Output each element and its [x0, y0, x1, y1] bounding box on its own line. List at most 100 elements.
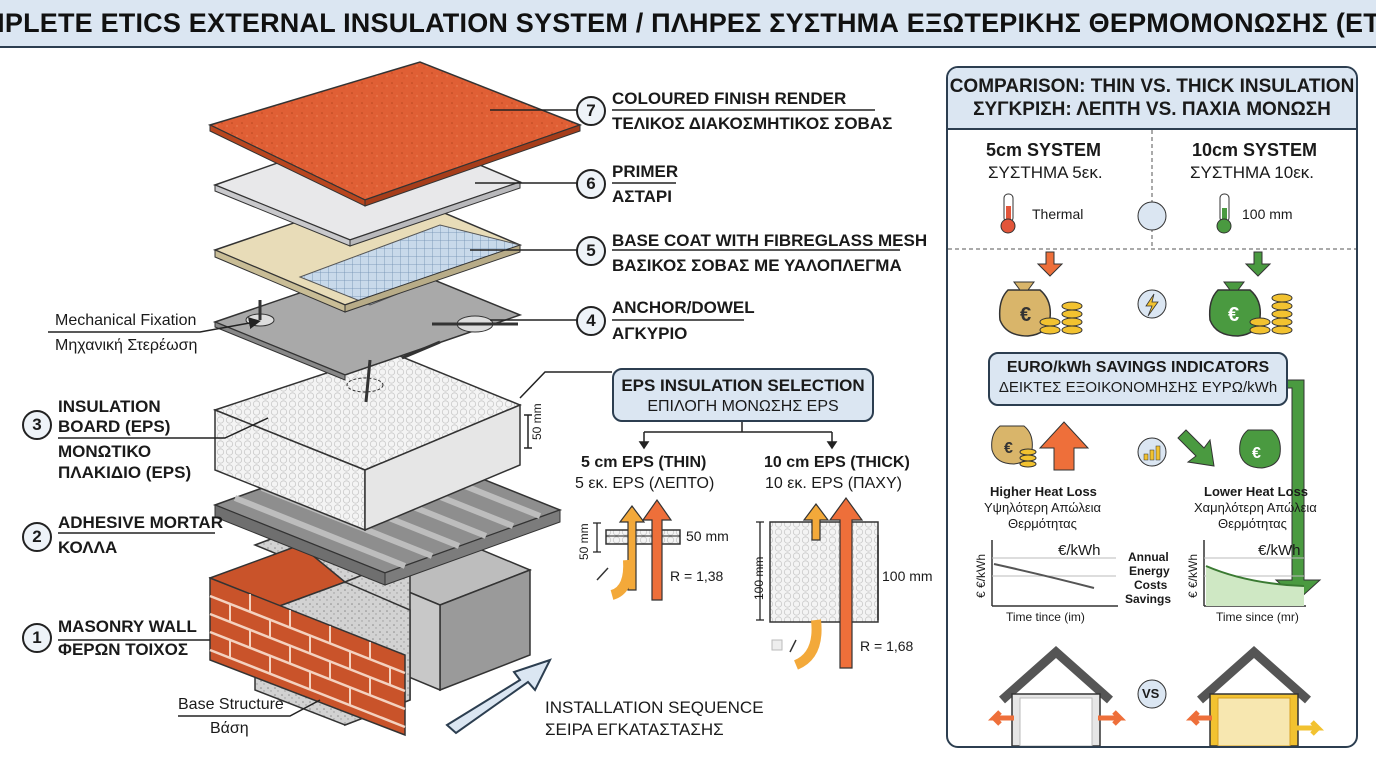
chart-right-ylabel: € €/kWh — [1186, 553, 1200, 598]
thin-eps-dim-h: 50 mm — [686, 528, 729, 544]
lightning-icon — [1137, 289, 1167, 319]
layer-6-label-en: PRIMER — [612, 162, 679, 181]
layer-3-label-gr2: ΠΛΑΚΙΔΙΟ (EPS) — [58, 463, 192, 482]
eps-selection-box: EPS INSULATION SELECTION ΕΠΙΛΟΓΗ ΜΟΝΩΣΗΣ… — [612, 368, 874, 422]
layer-number-4: 4 — [576, 306, 606, 336]
layer-2-label-gr: ΚΟΛΛΑ — [58, 538, 118, 557]
comparison-header: COMPARISON: THIN VS. THICK INSULATION ΣΥ… — [948, 68, 1356, 130]
lower-heat-loss-en: Lower Heat Loss — [1204, 484, 1309, 499]
svg-text:€: € — [1004, 440, 1013, 457]
chart-left-ylabel: € €/kWh — [974, 553, 988, 598]
arrow-down-orange-icon — [1036, 251, 1064, 277]
layer-3-label-en1: INSULATION — [58, 397, 161, 416]
installation-sequence-en: INSTALLATION SEQUENCE — [545, 698, 764, 717]
brick-wall — [208, 544, 411, 737]
title-bar: COMPLETE ETICS EXTERNAL INSULATION SYSTE… — [0, 0, 1376, 48]
chart-left-xlabel: Time tince (im) — [1006, 610, 1085, 624]
base-structure-en: Base Structure — [178, 696, 284, 713]
svg-text:€: € — [1252, 445, 1261, 462]
thin-eps-title: 5 cm EPS (THIN) — [581, 454, 707, 471]
base-structure-gr: Βάση — [210, 720, 249, 737]
thick-eps-r-value: R = 1,68 — [860, 638, 914, 654]
layer-7-label-gr: ΤΕΛΙΚΟΣ ΔΙΑΚΟΣΜΗΤΙΚΟΣ ΣΟΒΑΣ — [612, 114, 893, 133]
thin-eps-diagram — [593, 498, 681, 601]
thick-eps-dim-v: 100 mm — [752, 556, 766, 600]
higher-heat-loss-en: Higher Heat Loss — [990, 484, 1097, 499]
thermometer-right-icon — [1216, 193, 1232, 234]
thermometer-left-icon — [1000, 193, 1016, 234]
right-system-subtitle: ΣΥΣΤΗΜΑ 10εκ. — [1190, 163, 1315, 182]
arrow-up-orange-icon — [1038, 421, 1090, 471]
eps-selection-title-gr: ΕΠΙΛΟΓΗ ΜΟΝΩΣΗΣ EPS — [647, 398, 839, 415]
layer-4-label-en: ANCHOR/DOWEL — [612, 298, 755, 317]
layer-number-2: 2 — [22, 522, 52, 552]
layer-6-label-gr: ΑΣΤΑΡΙ — [612, 187, 672, 206]
mechanical-fixation-gr: Μηχανική Στερέωση — [55, 337, 198, 354]
lower-heat-loss-gr2: Θερμότητας — [1218, 516, 1287, 531]
layer-1-label-en: MASONRY WALL — [58, 617, 197, 636]
lower-heat-loss-gr1: Χαμηλότερη Απώλεια — [1194, 500, 1317, 515]
thermal-center-icon — [1137, 201, 1167, 231]
thick-eps-dim-h: 100 mm — [882, 568, 933, 584]
layer-number-7: 7 — [576, 96, 606, 126]
chart-right-unit: €/kWh — [1258, 542, 1301, 559]
comparison-panel: COMPARISON: THIN VS. THICK INSULATION ΣΥ… — [946, 66, 1358, 748]
eps-board-layer — [212, 351, 522, 532]
money-bag-small-left-icon: € — [991, 425, 1037, 468]
mechanical-fixation-en: Mechanical Fixation — [55, 312, 197, 329]
house-right-icon — [1185, 645, 1325, 746]
annual-line-3: Costs — [1134, 578, 1168, 592]
layer-number-3: 3 — [22, 410, 52, 440]
layer-number-6: 6 — [576, 169, 606, 199]
board-thickness-dim — [524, 414, 532, 449]
comparison-title-gr: ΣΥΓΚΡΙΣΗ: ΛΕΠΤΗ VS. ΠΑΧΙΑ ΜΟΝΩΣΗ — [973, 99, 1331, 120]
layer-4-label-gr: ΑΓΚΥΡΙΟ — [612, 324, 688, 343]
vs-circle — [1137, 679, 1167, 709]
vs-label: VS — [1142, 686, 1160, 701]
arrow-down-green-icon — [1244, 251, 1272, 277]
installation-sequence-gr: ΣΕΙΡΑ ΕΓΚΑΤΑΣΤΑΣΗΣ — [545, 720, 724, 739]
euro-savings-title-gr: ΔΕΙΚΤΕΣ ΕΞΟΙΚΟΝΟΜΗΣΗΣ ΕΥΡΩ/kWh — [998, 379, 1278, 396]
eps-selection-title-en: EPS INSULATION SELECTION — [621, 376, 865, 395]
layer-1-label-gr: ΦΕΡΩΝ ΤΟΙΧΟΣ — [58, 640, 189, 659]
right-system-title: 10cm SYSTEM — [1192, 140, 1318, 160]
finish-render-layer — [207, 61, 583, 207]
layer-7-label-en: COLOURED FINISH RENDER — [612, 89, 847, 108]
annual-line-1: Annual — [1128, 550, 1169, 564]
money-bag-left-icon: € — [998, 281, 1083, 337]
chart-right-xlabel: Time since (mr) — [1216, 610, 1299, 624]
installation-arrow — [445, 658, 552, 735]
money-bag-small-right-icon: € — [1239, 429, 1281, 469]
comparison-title-en: COMPARISON: THIN VS. THICK INSULATION — [949, 76, 1355, 97]
svg-text:€: € — [1020, 304, 1031, 326]
thin-eps-subtitle: 5 εκ. EPS (ΛΕΠΤΟ) — [575, 475, 715, 492]
chart-right — [1203, 540, 1306, 607]
board-thickness-label: 50 mm — [530, 403, 544, 440]
layer-2-label-en: ADHESIVE MORTAR — [58, 513, 223, 532]
layer-number-1: 1 — [22, 623, 52, 653]
comparison-graphics: € € € — [948, 130, 1356, 746]
annual-line-4: Savings — [1125, 592, 1172, 606]
left-system-subtitle: ΣΥΣΤΗΜΑ 5εκ. — [988, 163, 1103, 182]
money-bag-right-icon: € — [1208, 281, 1293, 337]
arrow-down-green-diag-icon — [1177, 429, 1215, 467]
leader-lines — [48, 109, 900, 717]
page-title: COMPLETE ETICS EXTERNAL INSULATION SYSTE… — [0, 7, 1376, 38]
higher-heat-loss-gr1: Υψηλότερη Απώλεια — [984, 500, 1102, 515]
house-left-icon — [987, 645, 1127, 746]
thin-eps-dim-v: 50 mm — [577, 523, 591, 560]
layer-3-label-en2: BOARD (EPS) — [58, 417, 171, 436]
layer-5-label-en: BASE COAT WITH FIBREGLASS MESH — [612, 231, 928, 250]
right-thermo-label: 100 mm — [1242, 206, 1293, 222]
base-coat-mesh-layer — [212, 189, 523, 313]
euro-savings-title-en: EURO/kWh SAVINGS INDICATORS — [1006, 359, 1270, 376]
thick-eps-title: 10 cm EPS (THICK) — [764, 454, 910, 471]
left-thermo-label: Thermal — [1032, 206, 1084, 222]
layer-5-label-gr: ΒΑΣΙΚΟΣ ΣΟΒΑΣ ΜΕ ΥΑΛΟΠΛΕΓΜΑ — [612, 256, 902, 275]
left-system-title: 5cm SYSTEM — [986, 140, 1102, 160]
chart-left-unit: €/kWh — [1058, 542, 1101, 559]
layer-number-5: 5 — [576, 236, 606, 266]
bar-chart-icon — [1137, 437, 1167, 467]
thick-eps-diagram — [756, 496, 879, 670]
